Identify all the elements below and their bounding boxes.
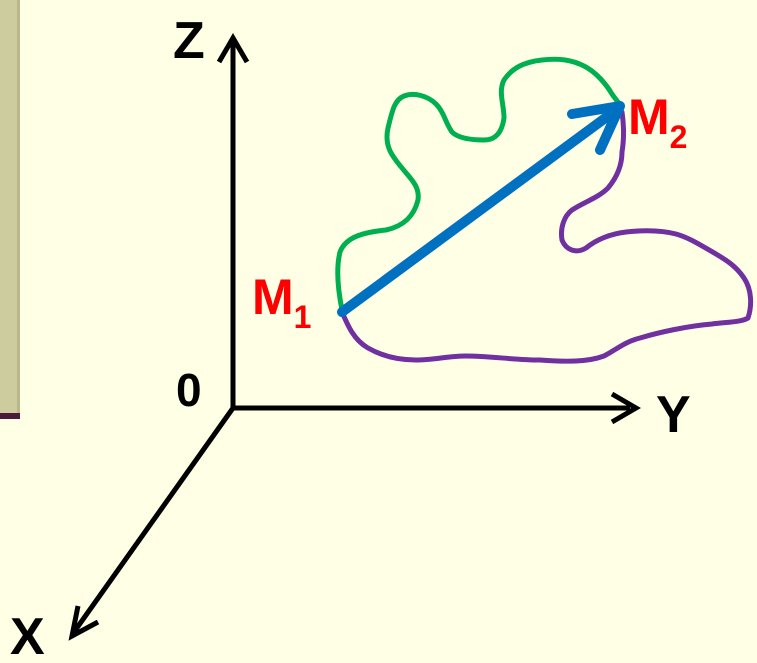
y-axis-label: Y xyxy=(656,386,691,444)
point-m2-label: M2 xyxy=(628,89,687,155)
x-axis-label: X xyxy=(10,608,45,663)
side-divider-line xyxy=(0,413,20,419)
z-axis-arrowhead xyxy=(216,33,250,64)
side-panel xyxy=(0,0,20,413)
point-m1-label: M1 xyxy=(252,269,311,335)
path-lower-curve xyxy=(339,109,754,364)
vector-arrowhead xyxy=(567,101,625,155)
z-axis-label: Z xyxy=(173,12,205,70)
origin-label: 0 xyxy=(176,364,202,416)
x-axis-arrowhead xyxy=(68,605,100,641)
y-axis-arrowhead xyxy=(610,391,641,425)
x-axis xyxy=(71,406,236,634)
vector-m1-m2 xyxy=(337,111,613,317)
path-upper-curve xyxy=(335,56,625,313)
